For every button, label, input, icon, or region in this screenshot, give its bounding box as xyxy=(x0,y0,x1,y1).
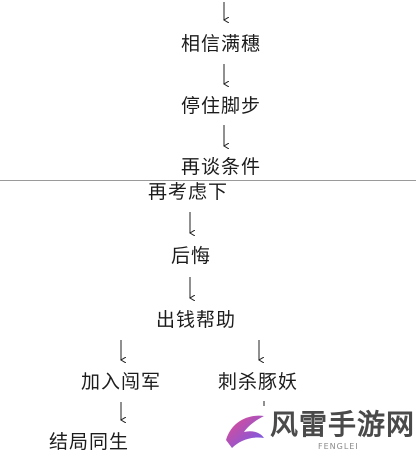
node-negotiate-again: 再谈条件 xyxy=(181,156,262,178)
node-join-rebels: 加入闯军 xyxy=(81,371,162,393)
node-believe-full-ears: 相信满穗 xyxy=(181,33,262,55)
node-reconsider: 再考虑下 xyxy=(148,181,229,203)
section-divider xyxy=(0,180,416,181)
node-donate-money: 出钱帮助 xyxy=(156,309,237,331)
node-ending-together: 结局同生 xyxy=(49,431,130,453)
watermark-name: 风雷手游网 xyxy=(270,408,416,441)
node-assassinate-pig-demon: 刺杀豚妖 xyxy=(218,371,299,393)
watermark-logo-icon xyxy=(226,415,264,448)
node-regret: 后悔 xyxy=(171,245,212,267)
node-stop-steps: 停住脚步 xyxy=(181,95,262,117)
watermark: 风雷手游网 FENGLEI xyxy=(222,408,416,454)
watermark-sub: FENGLEI xyxy=(318,442,359,451)
